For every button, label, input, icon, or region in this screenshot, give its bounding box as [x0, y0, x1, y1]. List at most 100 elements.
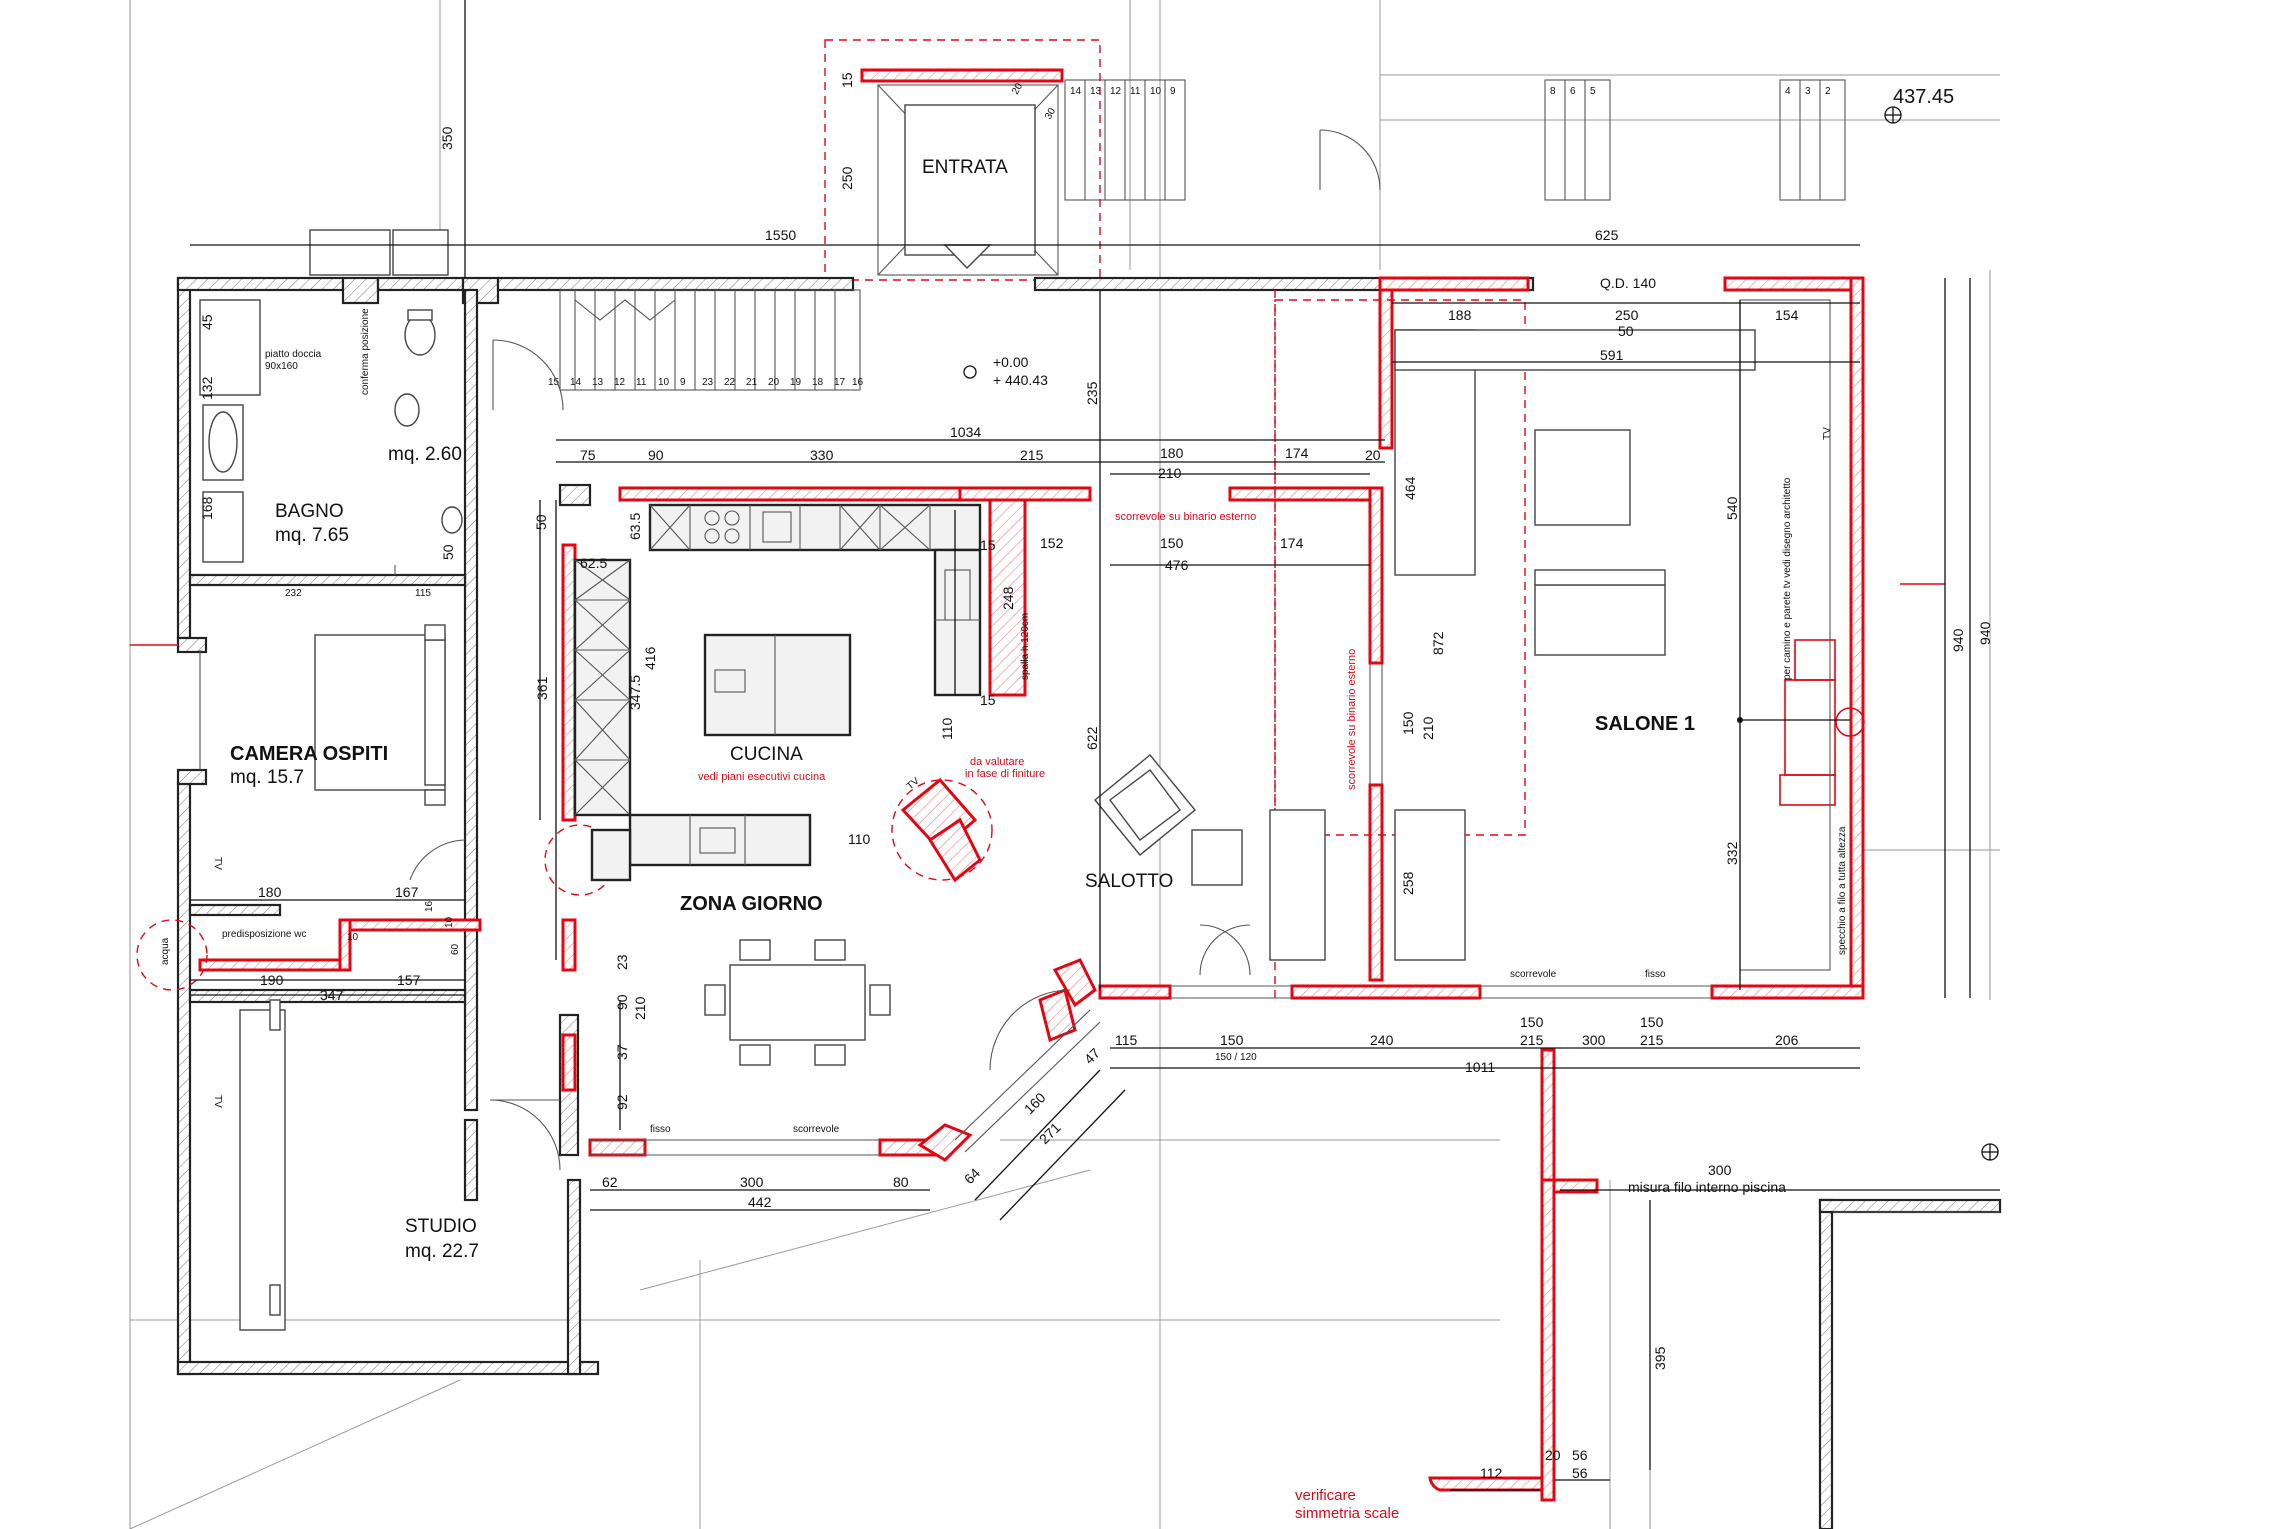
dim: 464 [1402, 476, 1418, 500]
dim: 872 [1430, 631, 1446, 655]
dim: 56 [1572, 1465, 1588, 1481]
note-qd: Q.D. 140 [1600, 275, 1656, 291]
openings [590, 663, 1712, 1156]
dim: 150 / 120 [1215, 1052, 1257, 1063]
dim: 90 [614, 994, 630, 1010]
dim: 332 [1724, 841, 1740, 865]
dim: 591 [1600, 347, 1624, 363]
dim: 206 [1775, 1032, 1799, 1048]
note-scorrevole-binario-2: scorrevole su binario esterno [1346, 649, 1358, 790]
dim: 271 [1036, 1119, 1064, 1147]
pool-edge [1609, 1180, 2002, 1529]
stair-num: 9 [1170, 86, 1176, 97]
dim: 361 [534, 676, 550, 700]
room-label-salone: SALONE 1 [1595, 713, 1695, 735]
note-misura-piscina: misura filo interno piscina [1628, 1179, 1786, 1195]
dim: 215 [1020, 447, 1044, 463]
dim: 250 [839, 166, 855, 190]
dim: 210 [1420, 716, 1436, 740]
dim: 160 [1021, 1089, 1049, 1117]
dim: 115 [1115, 1032, 1138, 1048]
note-conferma-posizione: conferma posizione [360, 308, 371, 395]
stair-num: 16 [852, 377, 864, 388]
dim: 50 [1618, 323, 1634, 339]
dim: 180 [258, 884, 282, 900]
dim: 152 [1040, 535, 1064, 551]
dim: 215 [1520, 1032, 1544, 1048]
dim: 442 [748, 1194, 772, 1210]
note-fisso-1: fisso [650, 1124, 671, 1135]
dim: 157 [397, 972, 421, 988]
dim: 150 [1640, 1014, 1664, 1030]
stair-num: 2 [1825, 86, 1831, 97]
dim: 154 [1775, 307, 1799, 323]
living-furniture [989, 754, 1466, 1071]
dim: 90 [648, 447, 664, 463]
stair-num: 4 [1785, 86, 1791, 97]
dim: 347.5 [627, 675, 643, 710]
dim: 112 [1480, 1465, 1503, 1481]
note-scorrevole-1: scorrevole [793, 1124, 840, 1135]
stair-num: 20 [768, 377, 780, 388]
dim: 62.5 [580, 555, 607, 571]
note-predisposizione-wc: predisposizione wc [222, 929, 307, 940]
stair-num: 13 [592, 377, 604, 388]
dim: 37 [614, 1044, 630, 1060]
dim: 110 [848, 831, 871, 847]
dim: 248 [1000, 586, 1016, 610]
dim: 1011 [1465, 1059, 1495, 1075]
dim: 56 [1572, 1447, 1588, 1463]
context-lines [129, 0, 2000, 1529]
note-piatto-doccia-size: 90x160 [265, 361, 298, 372]
dim: 540 [1724, 496, 1740, 520]
entrance: ENTRATA [824, 39, 1101, 281]
room-area-studio: mq. 22.7 [405, 1241, 479, 1262]
dim: 150 [1220, 1032, 1244, 1048]
dim: 250 [1615, 307, 1639, 323]
dim: 210 [632, 996, 648, 1020]
room-label-zona-giorno: ZONA GIORNO [680, 893, 823, 915]
dim: 92 [614, 1094, 630, 1110]
elevation-markers: 437.45 +0.00 + 440.43 [963, 86, 1999, 1161]
stair-num: 5 [1590, 86, 1596, 97]
dim: 60 [450, 943, 461, 955]
dim: 190 [260, 972, 284, 988]
main-stair: 15 14 13 12 11 10 9 23 22 21 20 19 18 17… [548, 289, 864, 391]
dim: 622 [1084, 726, 1100, 750]
dim: 63.5 [627, 513, 643, 540]
dim: 30 [1043, 106, 1058, 122]
stair-num: 6 [1570, 86, 1576, 97]
dimension-lines [190, 0, 2000, 1491]
dim: 20 [1545, 1447, 1561, 1463]
note-piatto-doccia: piatto doccia [265, 349, 322, 360]
note-simmetria-scale: simmetria scale [1295, 1505, 1399, 1522]
dim: 232 [285, 588, 302, 599]
dim: 50 [533, 514, 549, 530]
dim: 132 [199, 376, 215, 400]
stair-num: 19 [790, 377, 802, 388]
stair-num: 14 [1070, 86, 1082, 97]
dim: 110 [939, 717, 955, 740]
dim: 940 [1977, 621, 1993, 645]
room-label-bagno: BAGNO [275, 501, 344, 522]
note-verificare: verificare [1295, 1487, 1356, 1504]
dim: 416 [642, 646, 658, 670]
tv-label-zona: TV [905, 775, 922, 792]
dining-table [704, 939, 891, 1066]
room-area-bagno: mq. 7.65 [275, 525, 349, 546]
dim: 300 [740, 1174, 764, 1190]
stair-num: 10 [658, 377, 670, 388]
red-notes: da valutare in fase di finiture scorrevo… [965, 511, 1399, 1522]
dim: 16 [424, 900, 435, 912]
tv-label-camera: TV [212, 857, 223, 870]
dim: 10 [444, 916, 455, 928]
stair-num: 14 [570, 377, 582, 388]
kitchen-note: vedi piani esecutivi cucina [698, 771, 826, 783]
dim: 1034 [950, 424, 981, 440]
elevation-top: 437.45 [1893, 86, 1954, 108]
kitchen [573, 503, 982, 882]
note-scorrevole-2: scorrevole [1510, 969, 1557, 980]
room-labels: BAGNO mq. 7.65 mq. 2.60 CAMERA OSPITI mq… [230, 444, 1695, 1262]
stair-num: 22 [724, 377, 736, 388]
